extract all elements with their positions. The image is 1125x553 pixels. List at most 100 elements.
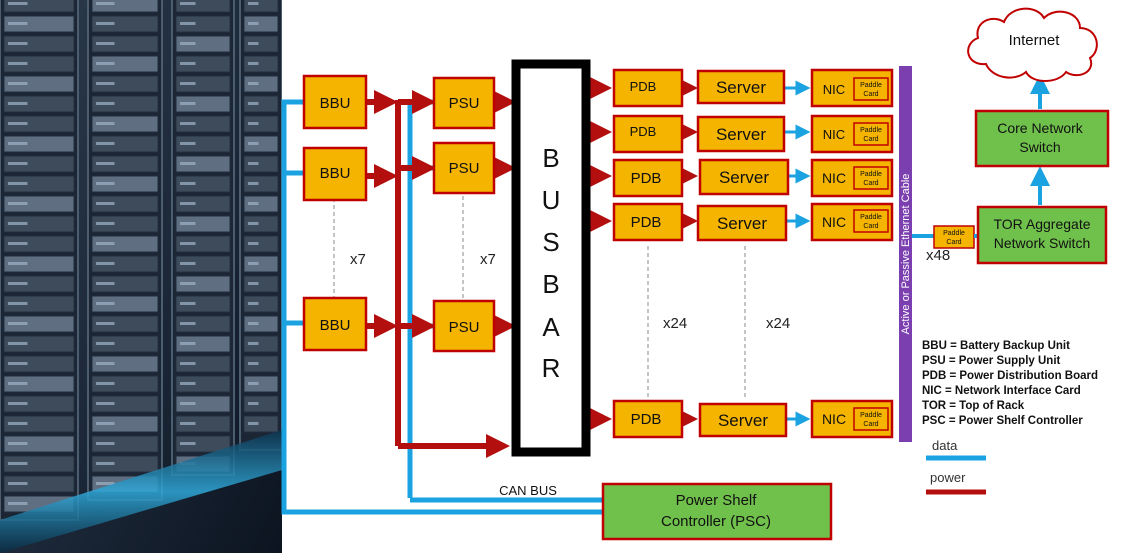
server-unit	[243, 95, 279, 113]
paddle-card-label: Card	[863, 180, 878, 187]
bbu-label: BBU	[320, 317, 351, 334]
server-unit-led	[248, 222, 259, 225]
can-bus-label: CAN BUS	[499, 483, 557, 498]
psu-2: PSU	[432, 141, 496, 195]
server-unit-led	[8, 322, 28, 325]
server-unit-led	[248, 2, 259, 5]
server-unit-led	[96, 62, 115, 65]
server-unit	[175, 395, 231, 413]
server-unit	[3, 315, 75, 333]
paddle-card-label: Paddle	[860, 412, 882, 419]
server-5: Server	[698, 402, 788, 438]
nic-3: NIC Paddle Card	[810, 158, 894, 198]
server-unit	[91, 275, 159, 293]
pdb-label: PDB	[630, 124, 657, 139]
psu-busbar-lines	[492, 90, 516, 338]
server-unit	[91, 75, 159, 93]
server-unit	[175, 315, 231, 333]
server-unit	[3, 335, 75, 353]
server-unit-led	[248, 122, 259, 125]
server-unit	[3, 395, 75, 413]
server-unit	[243, 115, 279, 133]
server-unit-led	[8, 342, 28, 345]
server-unit	[3, 475, 75, 493]
server-unit	[175, 415, 231, 433]
pdb-multiplier: x24	[663, 315, 687, 332]
server-unit-led	[96, 422, 115, 425]
tor-paddle-card: Paddle Card	[933, 225, 975, 249]
server-label: Server	[717, 214, 767, 233]
pdb-3: PDB	[612, 158, 684, 198]
server-unit-led	[8, 142, 28, 145]
server-unit	[175, 435, 231, 453]
server-unit	[243, 155, 279, 173]
server-unit-led	[8, 262, 28, 265]
server-label: Server	[716, 125, 766, 144]
nic-label: NIC	[823, 127, 845, 142]
nic-label: NIC	[822, 411, 846, 427]
server-unit-led	[180, 42, 196, 45]
server-unit-led	[96, 22, 115, 25]
server-unit-led	[96, 402, 115, 405]
server-unit	[243, 175, 279, 193]
server-unit	[3, 175, 75, 193]
server-unit-led	[248, 302, 259, 305]
server-unit	[91, 215, 159, 233]
paddle-card	[853, 166, 889, 190]
paddle-card-label: Paddle	[860, 214, 882, 221]
server-unit	[175, 355, 231, 373]
paddle-card	[853, 122, 889, 146]
psu-1: PSU	[432, 76, 496, 130]
server-unit	[91, 15, 159, 33]
server-unit	[175, 215, 231, 233]
server-unit	[175, 335, 231, 353]
server-unit-led	[180, 362, 196, 365]
server-unit-led	[96, 142, 115, 145]
server-unit	[3, 375, 75, 393]
server-unit	[243, 275, 279, 293]
server-unit	[243, 295, 279, 313]
pdb-label: PDB	[631, 170, 662, 187]
paddle-card-label: Card	[863, 421, 878, 428]
server-multiplier: x24	[766, 315, 790, 332]
bbu-2: BBU	[302, 146, 368, 202]
server-4: Server	[696, 204, 788, 242]
psu-3: PSU	[432, 299, 496, 353]
pdb-label: PDB	[631, 411, 662, 428]
server-unit-led	[248, 102, 259, 105]
server-unit	[243, 135, 279, 153]
bbu-power-lines	[366, 90, 510, 458]
paddle-card	[853, 77, 889, 101]
core-switch-label: Core Network	[997, 120, 1084, 136]
server-unit	[243, 315, 279, 333]
server-unit	[3, 95, 75, 113]
server-unit	[91, 175, 159, 193]
paddle-card-label: Card	[863, 136, 878, 143]
paddle-card-label: Paddle	[860, 82, 882, 89]
server-label: Server	[718, 411, 768, 430]
psu-multiplier: x7	[480, 251, 496, 268]
busbar-pdb-lines	[588, 76, 612, 431]
server-unit-led	[8, 302, 28, 305]
nic-2: NIC Paddle Card	[810, 114, 894, 154]
server-unit	[91, 295, 159, 313]
server-unit	[175, 75, 231, 93]
server-unit-led	[8, 2, 28, 5]
server-unit-led	[180, 22, 196, 25]
psu-label: PSU	[449, 95, 480, 112]
server-unit	[243, 15, 279, 33]
server-unit	[91, 315, 159, 333]
server-unit-led	[180, 182, 196, 185]
legend-item: NIC = Network Interface Card	[922, 385, 1081, 397]
server-unit-led	[248, 142, 259, 145]
abbreviation-legend: BBU = Battery Backup Unit PSU = Power Su…	[922, 340, 1098, 427]
server-unit	[175, 375, 231, 393]
server-unit-led	[96, 202, 115, 205]
server-unit-led	[8, 102, 28, 105]
nic-1: NIC Paddle Card	[810, 68, 894, 108]
pdb-server-lines	[674, 76, 698, 431]
pdb-1: PDB	[612, 68, 684, 108]
server-unit	[175, 155, 231, 173]
busbar-letter: S	[542, 227, 559, 257]
server-unit-led	[248, 402, 259, 405]
